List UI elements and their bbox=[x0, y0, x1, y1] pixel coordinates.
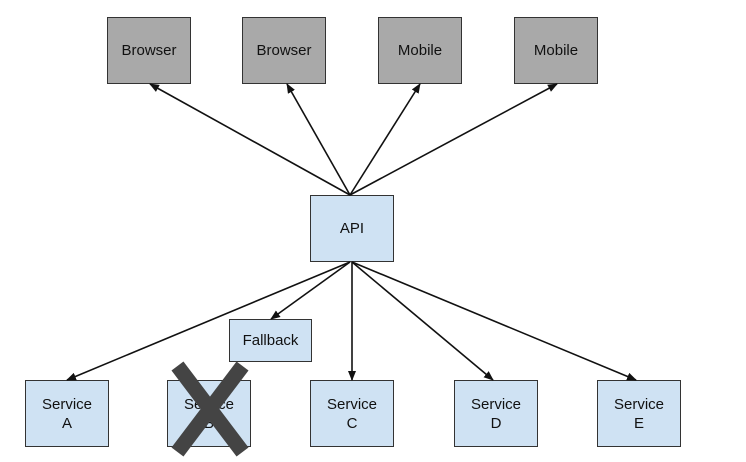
service-letter: E bbox=[633, 414, 644, 432]
service-letter: A bbox=[61, 414, 72, 432]
client-label: Browser bbox=[256, 42, 312, 59]
client-label: Browser bbox=[121, 42, 177, 59]
service-name: Service bbox=[41, 395, 93, 413]
service-d-node: Service D bbox=[454, 380, 538, 447]
service-c-node: Service C bbox=[310, 380, 394, 447]
service-e-node: Service E bbox=[597, 380, 681, 447]
client-label: Mobile bbox=[397, 42, 443, 59]
client-mobile-1: Mobile bbox=[378, 17, 462, 84]
service-name: Service bbox=[613, 395, 665, 413]
service-b-node: Service B bbox=[167, 380, 251, 447]
client-browser-1: Browser bbox=[107, 17, 191, 84]
arrow-api-to-service-e bbox=[351, 261, 637, 381]
service-name: Service bbox=[183, 395, 235, 413]
arrow-api-to-mobile-2 bbox=[349, 83, 558, 196]
api-node: API bbox=[310, 195, 394, 262]
api-label: API bbox=[339, 220, 365, 237]
service-a-node: Service A bbox=[25, 380, 109, 447]
arrow-api-to-fallback bbox=[270, 261, 351, 320]
service-name: Service bbox=[470, 395, 522, 413]
client-mobile-2: Mobile bbox=[514, 17, 598, 84]
service-letter: B bbox=[203, 414, 214, 432]
service-letter: D bbox=[490, 414, 502, 432]
arrow-api-to-browser-2 bbox=[286, 83, 351, 196]
arrow-api-to-service-d bbox=[351, 261, 494, 381]
client-label: Mobile bbox=[533, 42, 579, 59]
fallback-label: Fallback bbox=[242, 332, 299, 349]
service-name: Service bbox=[326, 395, 378, 413]
arrow-api-to-browser-1 bbox=[149, 83, 351, 196]
arrow-api-to-mobile-1 bbox=[349, 83, 421, 196]
client-browser-2: Browser bbox=[242, 17, 326, 84]
fallback-node: Fallback bbox=[229, 319, 312, 362]
service-letter: C bbox=[346, 414, 358, 432]
